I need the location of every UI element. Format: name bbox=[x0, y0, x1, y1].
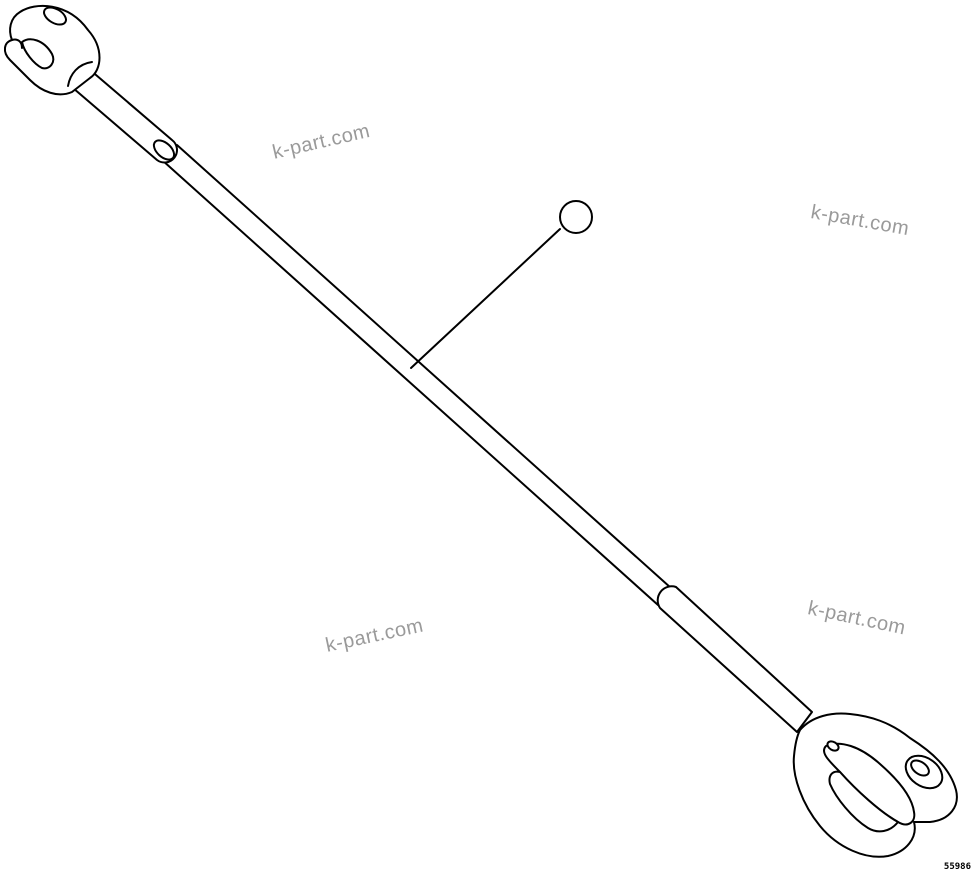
rod-shaft bbox=[161, 144, 672, 606]
upper-clevis bbox=[4, 4, 101, 96]
figure-id: 55986 bbox=[943, 862, 971, 872]
callout bbox=[410, 200, 593, 369]
callout-bubble[interactable] bbox=[559, 200, 593, 234]
upper-sleeve bbox=[65, 62, 178, 164]
lower-clevis bbox=[792, 712, 958, 858]
lower-sleeve bbox=[656, 585, 813, 733]
